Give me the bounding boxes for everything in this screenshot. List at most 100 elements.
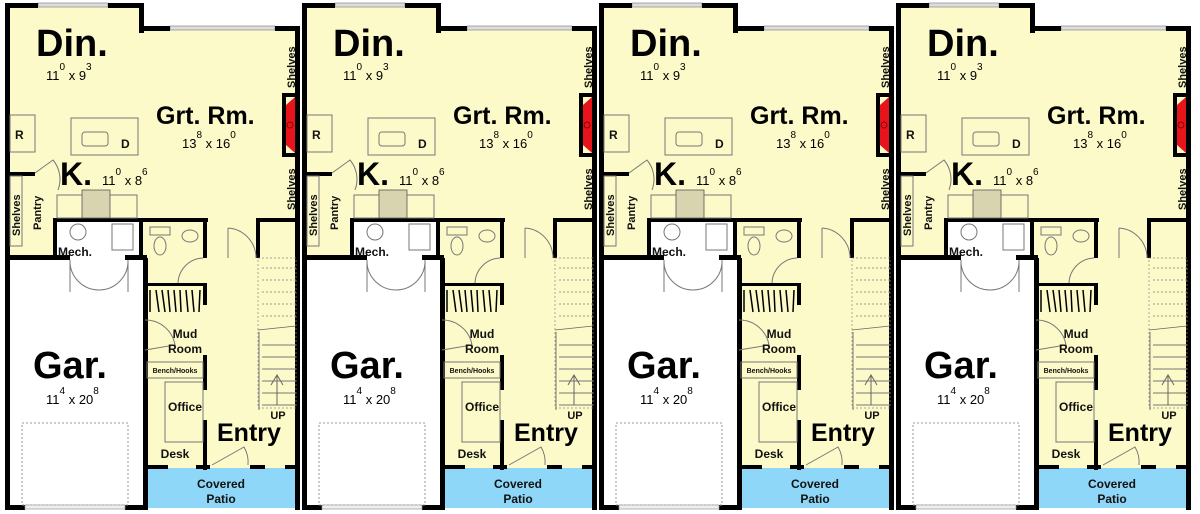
shelves-label: Shelves: [880, 46, 892, 88]
wall: [350, 218, 505, 222]
sink-icon: [972, 131, 1000, 147]
bench-hooks-label: Bench/Hooks: [747, 368, 792, 375]
door-swing: [771, 257, 798, 284]
bench-hooks-label: Bench/Hooks: [450, 368, 495, 375]
up-label: UP: [270, 410, 285, 422]
kitchen-label: K.: [357, 156, 389, 192]
townhouse-unit: Din. 110 x 93 Grt. Rm. 138 x 160 K. 110 …: [5, 2, 300, 510]
fireplace-icon: [583, 121, 591, 129]
staircase[interactable]: [1148, 257, 1188, 410]
garage-dims: 114 x 208: [937, 386, 990, 407]
entry-label: Entry: [1108, 419, 1172, 447]
wall: [1094, 218, 1098, 258]
wall: [440, 283, 504, 286]
desk-label: Desk: [161, 447, 190, 461]
wall: [797, 355, 801, 390]
door-swing: [1102, 446, 1140, 466]
wall: [203, 420, 207, 470]
wall: [203, 355, 207, 390]
door-swing: [474, 257, 501, 284]
wall: [1016, 255, 1038, 260]
patio-label: Covered: [791, 477, 839, 491]
wall: [733, 3, 738, 33]
floor-area: [899, 5, 1187, 470]
door-swing: [441, 319, 473, 351]
wall: [1147, 218, 1151, 258]
floor-area: [602, 5, 890, 470]
covered-patio: [741, 468, 890, 508]
window: [618, 504, 720, 510]
wall: [889, 26, 894, 510]
window: [763, 25, 870, 31]
staircase[interactable]: [554, 257, 594, 410]
wall: [737, 258, 742, 510]
double-door: [960, 259, 1020, 292]
garage-dims: 114 x 208: [640, 386, 693, 407]
townhouse-unit: Din. 110 x 93 Grt. Rm. 138 x 160 K. 110 …: [599, 2, 894, 510]
wall: [737, 283, 801, 286]
wall: [719, 505, 741, 510]
kitchen-dims: 110 x 86: [696, 167, 742, 188]
wall: [5, 3, 38, 8]
wall: [896, 505, 916, 510]
garage-label: Gar.: [924, 345, 998, 387]
water-heater-icon: [69, 223, 87, 241]
wall: [282, 93, 296, 97]
wall: [850, 218, 854, 258]
fridge-label: R: [15, 128, 24, 142]
shelves-label: Shelves: [583, 46, 595, 88]
wall: [108, 3, 144, 8]
desk: [461, 381, 501, 443]
furnace-icon: [111, 223, 134, 251]
wall: [869, 26, 894, 31]
wall: [647, 218, 651, 258]
wall: [350, 218, 354, 258]
toilet-tank: [1040, 226, 1062, 236]
wall: [275, 26, 300, 31]
wall: [876, 93, 890, 97]
sink-icon: [378, 131, 406, 147]
wall: [1173, 93, 1187, 97]
pantry-label: Pantry: [923, 195, 935, 230]
wall: [719, 255, 741, 260]
patio-label: Patio: [206, 492, 235, 506]
fireplace-icon: [286, 121, 294, 129]
wall: [553, 218, 595, 222]
dining-dims: 110 x 93: [640, 62, 686, 83]
staircase[interactable]: [257, 257, 297, 410]
wall: [1034, 283, 1098, 286]
kitchen-dims: 110 x 86: [102, 167, 148, 188]
wall: [143, 465, 168, 469]
wall: [547, 465, 562, 469]
sink-icon: [775, 229, 793, 243]
great-room-dims: 138 x 160: [1073, 130, 1127, 151]
fridge: [306, 114, 333, 153]
dishwasher-label: D: [121, 137, 130, 151]
wall: [440, 258, 445, 510]
covered-patio: [444, 468, 593, 508]
wall: [797, 218, 801, 258]
wall: [1176, 465, 1189, 469]
fridge-label: R: [609, 128, 618, 142]
great-room-label: Grt. Rm.: [1047, 102, 1146, 130]
wall: [295, 26, 300, 510]
wall: [302, 3, 335, 8]
wall: [53, 218, 57, 258]
great-room-label: Grt. Rm.: [453, 102, 552, 130]
great-room-dims: 138 x 160: [776, 130, 830, 151]
desk-label: Desk: [755, 447, 784, 461]
garage-floor: [8, 258, 145, 508]
wall: [797, 420, 801, 470]
pantry-label: Pantry: [32, 195, 44, 230]
wall: [999, 3, 1035, 8]
wall: [1016, 505, 1038, 510]
fireplace-icon: [880, 121, 888, 129]
pantry-label: Pantry: [626, 195, 638, 230]
toilet-icon: [747, 236, 761, 256]
bench-hooks: [1037, 361, 1095, 379]
wall: [599, 3, 632, 8]
wall: [579, 153, 593, 157]
staircase[interactable]: [851, 257, 891, 410]
kitchen-dims: 110 x 86: [993, 167, 1039, 188]
